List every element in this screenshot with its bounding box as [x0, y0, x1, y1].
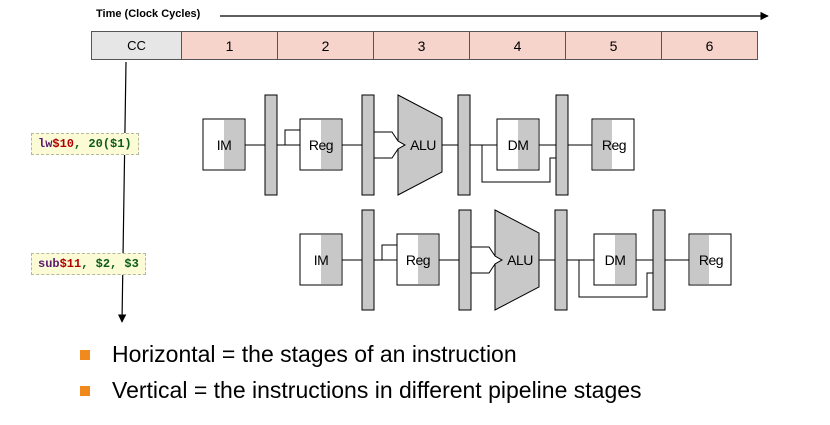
- time-axis-label: Time (Clock Cycles): [96, 8, 201, 20]
- bullet-item: Vertical = the instructions in different…: [80, 372, 642, 408]
- bullet-item: Horizontal = the stages of an instructio…: [80, 336, 642, 372]
- instruction-label-sub: sub $11, $2, $3: [31, 253, 146, 275]
- lw-pipeline-register: [264, 94, 278, 196]
- sub-reg-write-label: Reg: [699, 252, 723, 268]
- instruction-opcode: lw: [38, 137, 53, 151]
- lw-reg-write-label: Reg: [602, 137, 626, 153]
- sub-pipeline-register: [652, 209, 666, 311]
- lw-pipeline-register: [555, 94, 569, 196]
- bullet-square-icon: [80, 386, 90, 396]
- pipeline-row-sub: IM Reg ALU DM Reg: [299, 209, 732, 311]
- bullet-text: Vertical = the instructions in different…: [112, 376, 642, 403]
- instruction-operands: , $2, $3: [81, 257, 139, 271]
- bullet-square-icon: [80, 350, 90, 360]
- cycle-cell-1: 1: [181, 32, 277, 59]
- sub-pipeline-register: [361, 209, 375, 311]
- instruction-label-lw: lw $10, 20($1): [31, 133, 139, 155]
- lw-reg-read-label: Reg: [309, 137, 333, 153]
- sub-alu-label: ALU: [507, 252, 533, 268]
- clock-cycle-header: CC 1 2 3 4 5 6: [91, 31, 758, 60]
- bullet-text: Horizontal = the stages of an instructio…: [112, 340, 517, 367]
- instruction-dest-register: $11: [59, 257, 82, 271]
- sub-im-label: IM: [314, 252, 329, 268]
- cycle-cell-2: 2: [277, 32, 373, 59]
- cycle-cell-5: 5: [565, 32, 661, 59]
- sub-dm-label: DM: [605, 252, 626, 268]
- lw-im-label: IM: [217, 137, 232, 153]
- cycle-cell-3: 3: [373, 32, 469, 59]
- pipeline-row-lw: IM Reg ALU DM Reg: [202, 94, 635, 196]
- lw-pipeline-register: [361, 94, 375, 196]
- instruction-opcode: sub: [38, 257, 60, 271]
- lw-alu-label: ALU: [410, 137, 436, 153]
- lw-pipeline-register: [457, 94, 471, 196]
- cc-header-cell: CC: [92, 32, 181, 59]
- bullet-list: Horizontal = the stages of an instructio…: [80, 336, 642, 408]
- instruction-operands: , 20($1): [74, 137, 132, 151]
- sub-pipeline-register: [458, 209, 472, 311]
- cycle-cell-4: 4: [469, 32, 565, 59]
- sub-reg-read-label: Reg: [406, 252, 430, 268]
- cycle-cell-6: 6: [661, 32, 757, 59]
- sub-alu-block: [494, 209, 540, 311]
- instruction-order-arrow: [117, 61, 127, 323]
- lw-alu-block: [397, 94, 443, 196]
- sub-pipeline-register: [554, 209, 568, 311]
- instruction-dest-register: $10: [52, 137, 75, 151]
- lw-dm-label: DM: [508, 137, 529, 153]
